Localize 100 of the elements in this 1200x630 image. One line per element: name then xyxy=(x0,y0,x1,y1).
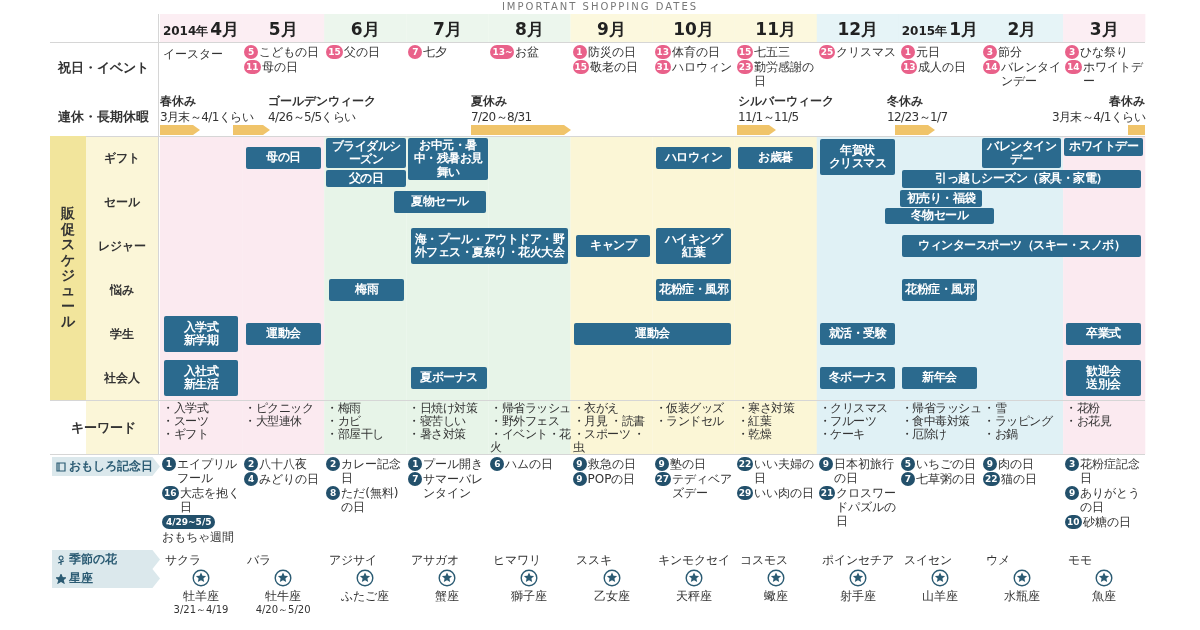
date-range: 3/21～4/19 xyxy=(172,603,230,617)
event-box: 梅雨 xyxy=(329,279,404,301)
date-badge: 2 xyxy=(326,457,341,471)
event-box: 初売り・福袋 xyxy=(900,190,982,207)
event-label: カレー記念日 xyxy=(341,457,403,485)
date-badge: 9 xyxy=(572,457,587,471)
row-label: ギフト xyxy=(103,150,141,167)
keyword-text: ・クリスマス xyxy=(818,402,889,415)
event-label: エイプリルフール xyxy=(177,457,238,485)
zodiac-name: 射手座 xyxy=(838,588,877,605)
zodiac-name: 蠍座 xyxy=(762,588,789,605)
keyword-text: ・乾燥 xyxy=(736,428,773,441)
event-label: みどりの日 xyxy=(259,472,320,486)
date-range: 11/1～11/5 xyxy=(738,109,799,126)
month-label: 6月 xyxy=(350,18,380,41)
month-label: 11月 xyxy=(755,18,796,41)
vertical-heading: 販促スケジュール xyxy=(61,206,75,330)
keyword-text: ・紅葉 xyxy=(736,415,773,428)
month-label: 8月 xyxy=(514,18,544,41)
month-label: 10月 xyxy=(673,18,714,41)
event-label: ハロウィン xyxy=(672,60,733,74)
date-badge: 22 xyxy=(983,472,1000,486)
event-box-text: クリスマス xyxy=(828,157,887,171)
event-label: 母の日 xyxy=(261,60,298,74)
event-box: お中元・暑中・残暑お見舞い xyxy=(408,138,488,180)
holiday-period-name: 春休み xyxy=(1109,93,1145,110)
event-label: 七草粥の日 xyxy=(915,472,976,486)
event-box-text: 新学期 xyxy=(183,334,219,348)
row-label: 連休・長期休暇 xyxy=(56,108,150,126)
zodiac-name: 牡牛座 xyxy=(264,588,303,605)
event-box-text: 紅葉 xyxy=(682,246,705,260)
keyword-text: ・フルーツ xyxy=(818,415,878,428)
date-badge: 13 xyxy=(900,60,918,74)
keyword-text: ・スーツ xyxy=(162,415,209,428)
event-box: ブライダルシーズン xyxy=(326,138,406,168)
row-label: 悩み xyxy=(108,282,135,299)
event-label: 父の日 xyxy=(343,45,380,59)
event-box: 花粉症・風邪 xyxy=(656,279,731,301)
month-label: 5月 xyxy=(268,18,298,41)
event-box: 夏物セール xyxy=(394,191,486,213)
date-badge: 13~ xyxy=(490,45,515,59)
row-tag-text: 季節の花 xyxy=(69,551,117,568)
row-tag xyxy=(52,569,160,588)
event-label: おもちゃ週間 xyxy=(162,530,234,544)
event-label: 猫の日 xyxy=(1000,472,1037,486)
date-badge: 3 xyxy=(983,45,997,59)
keyword-text: ・梅雨 xyxy=(326,402,362,415)
event-label: 日本初旅行の日 xyxy=(833,457,895,485)
date-badge: 21 xyxy=(818,486,836,500)
event-box: 新年会 xyxy=(902,367,977,389)
flower-name: モモ xyxy=(1068,552,1093,569)
event-box-text: ハイキング xyxy=(664,232,723,246)
event-box: ホワイトデー xyxy=(1064,138,1143,156)
event-label: ありがとうの日 xyxy=(1080,486,1142,514)
date-badge: 14 xyxy=(1065,60,1082,74)
keyword-text: ・帰省ラッシュ xyxy=(490,402,572,415)
month-label: 4月 xyxy=(210,18,240,41)
date-badge: 2 xyxy=(244,457,259,471)
date-badge: 3 xyxy=(1065,457,1080,471)
event-box: バレンタインデー xyxy=(982,138,1061,168)
event-box-text: 年賀状 xyxy=(840,143,875,157)
event-box-text: 新生活 xyxy=(183,378,219,392)
date-badge: 7 xyxy=(900,472,915,486)
flower-name: ポインセチア xyxy=(821,552,894,569)
flower-name: ヒマワリ xyxy=(493,552,542,569)
row-label: 祝日・イベント xyxy=(56,59,150,77)
holiday-period-name: ゴールデンウィーク xyxy=(268,93,376,110)
event-label: ひな祭り xyxy=(1080,45,1129,59)
event-box: ウィンタースポーツ（スキー・スノボ） xyxy=(902,235,1141,257)
zodiac-name: 天秤座 xyxy=(674,588,713,605)
row-tag xyxy=(52,550,160,569)
holiday-period-name: 夏休み xyxy=(471,93,507,110)
date-badge: 9 xyxy=(1065,486,1080,500)
event-label: いい夫婦の日 xyxy=(754,457,816,485)
flower-name: ススキ xyxy=(575,552,612,569)
date-range: 12/23～1/7 xyxy=(887,109,948,126)
event-box: 引っ越しシーズン（家具・家電） xyxy=(902,170,1141,188)
event-label: 肉の日 xyxy=(998,457,1034,471)
event-box: お歳暮 xyxy=(738,147,813,169)
event-label: 七五三 xyxy=(754,45,791,59)
event-label: いい肉の日 xyxy=(754,486,815,500)
keyword-text: ・日焼け対策 xyxy=(408,402,479,415)
keyword-text: ・厄除け xyxy=(900,428,948,441)
date-badge: 16 xyxy=(162,486,179,500)
event-label: 救急の日 xyxy=(587,457,636,471)
event-label: 花粉症記念日 xyxy=(1080,457,1142,485)
month-label: 12月 xyxy=(837,18,879,41)
event-box xyxy=(820,139,895,175)
keyword-text: ・月見 ・読書 xyxy=(572,415,646,428)
holiday-period-name: シルバーウィーク xyxy=(738,93,834,110)
row-tag-text: おもしろ記念日 xyxy=(69,458,153,475)
flower-name: アジサイ xyxy=(329,552,378,569)
date-range: 3月末～4/1くらい xyxy=(160,109,253,126)
row-label: 社会人 xyxy=(103,370,141,387)
date-range: 4/26～5/5くらい xyxy=(268,109,356,126)
date-badge: 29 xyxy=(736,486,754,500)
keyword-text: ・衣がえ xyxy=(572,402,620,415)
keyword-text: ・食中毒対策 xyxy=(900,415,971,428)
date-badge: 27 xyxy=(654,472,672,486)
event-label: 八十八夜 xyxy=(259,457,308,471)
